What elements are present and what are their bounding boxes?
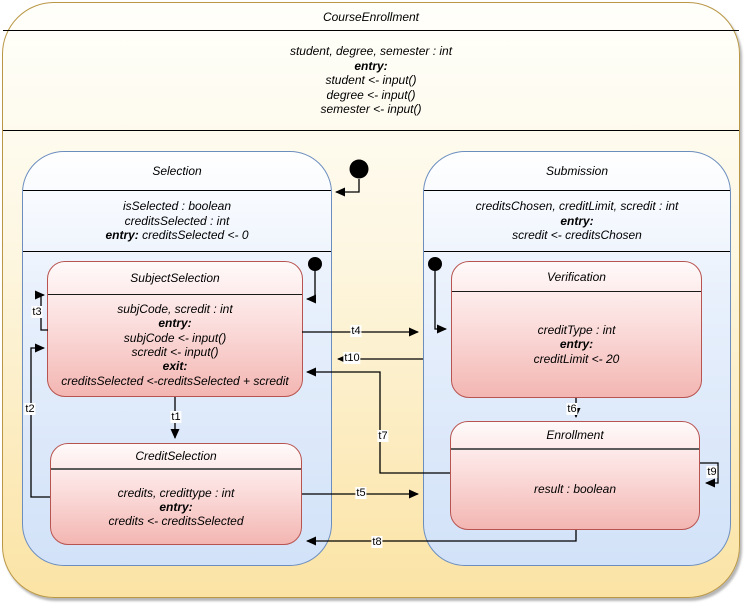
attribute-line: creditsSelected : int xyxy=(124,213,230,228)
exit-label: exit: xyxy=(162,359,188,374)
transition-t3-label: t3 xyxy=(31,306,43,318)
state-title-enrollment: Enrollment xyxy=(451,422,699,450)
state-body-course-enrollment: student, degree, semester : int entry: s… xyxy=(3,31,739,131)
entry-action: scredit <- input() xyxy=(131,345,219,359)
state-credit-selection: CreditSelection credits, credittype : in… xyxy=(50,443,302,545)
entry-label: entry: xyxy=(105,228,139,243)
entry-label: entry: xyxy=(158,316,192,331)
state-subject-selection: SubjectSelection subjCode, scredit : int… xyxy=(47,261,303,397)
transition-t5-label: t5 xyxy=(355,487,367,499)
state-body-credit-selection: credits, credittype : int entry: credits… xyxy=(51,470,301,544)
state-verification: Verification creditType : int entry: cre… xyxy=(451,261,702,398)
transition-t1-label: t1 xyxy=(170,411,182,423)
entry-label: entry: xyxy=(354,58,388,73)
entry-label: entry: xyxy=(159,499,193,514)
state-title-subject-selection: SubjectSelection xyxy=(48,262,302,295)
entry-action: scredit <- creditsChosen xyxy=(512,228,642,243)
state-body-verification: creditType : int entry: creditLimit <- 2… xyxy=(452,292,701,397)
entry-action: degree <- input() xyxy=(326,87,416,102)
entry-action: semester <- input() xyxy=(320,102,422,117)
state-body-enrollment: result : boolean xyxy=(451,450,699,528)
exit-action: creditsSelected <-creditsSelected + scre… xyxy=(61,373,289,388)
transition-t4-label: t4 xyxy=(350,325,362,337)
entry-action: subjCode <- input() xyxy=(123,330,227,345)
entry-action: creditLimit <- 20 xyxy=(533,351,620,366)
attribute-line: credits, credittype : int xyxy=(117,485,235,500)
attribute-line: student, degree, semester : int xyxy=(289,44,453,59)
state-body-subject-selection: subjCode, scredit : int entry: subjCode … xyxy=(48,295,302,395)
state-body-selection: isSelected : boolean creditsSelected : i… xyxy=(23,191,331,252)
state-title-verification: Verification xyxy=(452,262,701,292)
state-body-submission: creditsChosen, creditLimit, scredit : in… xyxy=(424,191,730,252)
attribute-line: subjCode, scredit : int xyxy=(117,302,233,317)
state-title-course-enrollment: CourseEnrollment xyxy=(3,3,739,31)
entry-label: entry: xyxy=(560,213,594,228)
state-title-credit-selection: CreditSelection xyxy=(51,444,301,470)
transition-t10-label: t10 xyxy=(343,352,361,364)
entry-line: entry: creditsSelected <- 0 xyxy=(105,228,248,243)
transition-t7-label: t7 xyxy=(377,430,389,442)
state-title-selection: Selection xyxy=(23,152,331,191)
entry-action: creditsSelected <- 0 xyxy=(142,228,249,243)
state-enrollment: Enrollment result : boolean xyxy=(450,421,700,530)
attribute-line: result : boolean xyxy=(533,481,617,496)
attribute-line: creditType : int xyxy=(537,323,616,338)
attribute-line: creditsChosen, creditLimit, scredit : in… xyxy=(475,199,679,214)
entry-action: student <- input() xyxy=(325,73,417,88)
attribute-line: isSelected : boolean xyxy=(122,199,232,214)
transition-t2-label: t2 xyxy=(24,403,36,415)
transition-t6-label: t6 xyxy=(566,403,578,415)
entry-label: entry: xyxy=(559,337,594,352)
state-title-submission: Submission xyxy=(424,152,730,191)
transition-t9-label: t9 xyxy=(706,466,718,478)
transition-t8-label: t8 xyxy=(371,536,383,548)
entry-action: credits <- creditsSelected xyxy=(108,514,244,529)
